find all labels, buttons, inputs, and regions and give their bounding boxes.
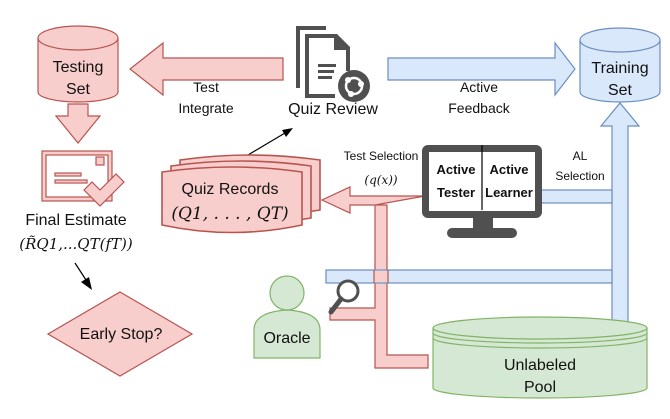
test-integrate-label-1: Test (193, 79, 219, 95)
test-integrate-label-2: Integrate (178, 100, 233, 116)
testing-set-label-1: Testing (53, 59, 104, 76)
unlabeled-pool-label-1: Unlabeled (504, 357, 576, 374)
test-selection-label-1: Test Selection (344, 149, 419, 163)
estimate-to-stop-arrowhead (81, 277, 92, 290)
training-set-cylinder: Training Set (579, 27, 661, 103)
training-set-label-1: Training (591, 60, 648, 77)
oracle-feed-branch (325, 269, 613, 284)
estimate-to-stop-arrow (74, 262, 87, 281)
person-icon (253, 275, 321, 359)
al-selection-branch (537, 189, 613, 204)
active-feedback-label-2: Feedback (448, 100, 510, 116)
active-tester-label-2: Tester (437, 185, 475, 200)
active-feedback-label-1: Active (460, 79, 498, 95)
testing-set-label-2: Set (66, 81, 91, 98)
unlabeled-pool-cylinder: Unlabeled Pool (432, 316, 648, 399)
final-estimate-formula: (R̃Q1,...QT(fT)) (19, 235, 133, 253)
monitor-icon (422, 145, 542, 238)
early-stop-diamond (46, 291, 194, 377)
oracle-label: Oracle (263, 330, 310, 347)
active-learner-label-2: Learner (485, 185, 533, 200)
active-tester-label-1: Active (436, 162, 475, 177)
al-selection-arrow (599, 102, 641, 323)
records-to-review-arrowhead (282, 128, 293, 137)
active-learner-label-1: Active (489, 162, 528, 177)
testing-to-estimate-arrow (54, 103, 102, 144)
quiz-records-label: Quiz Records (182, 181, 279, 198)
al-selection-label-1: AL (573, 149, 588, 163)
quiz-records-formula: (Q1, . . . , QT) (171, 204, 288, 224)
testing-set-cylinder: Testing Set (37, 25, 119, 103)
test-integrate-arrow (129, 41, 284, 97)
al-selection-label-2: Selection (555, 169, 604, 183)
unlabeled-pool-label-2: Pool (524, 379, 556, 396)
records-to-review-arrow (247, 132, 286, 156)
active-feedback-arrow (387, 41, 576, 97)
final-estimate-label: Final Estimate (25, 212, 126, 229)
early-stop-label: Early Stop? (80, 326, 163, 343)
quiz-review-label: Quiz Review (288, 101, 378, 118)
test-selection-label-2: (q(x)) (364, 173, 397, 187)
quiz-records-stack (161, 154, 321, 234)
certificate-check-icon (41, 150, 125, 207)
document-share-icon (296, 26, 370, 102)
magnifier-icon (328, 279, 360, 315)
training-set-label-2: Set (608, 82, 633, 99)
